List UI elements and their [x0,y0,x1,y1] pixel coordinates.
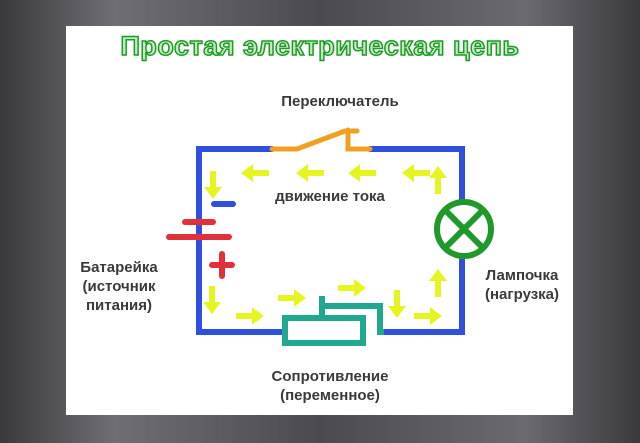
arrow-icon [296,164,324,182]
wire-right-bottom [379,257,465,335]
arrow-icon [429,166,447,194]
arrow-icon [348,164,376,182]
lamp-label-line: (нагрузка) [484,286,560,303]
resistor-label-line: Сопротивление [271,368,389,385]
lamp-label: Лампочка (нагрузка) [470,266,574,304]
variable-resistor-icon [282,296,384,346]
battery-label-line: питания) [86,297,152,314]
current-arrows [203,164,447,325]
arrow-icon [236,307,264,325]
battery-label-line: Батарейка [80,259,158,276]
wires [196,146,465,335]
battery-positive-plate [166,234,232,240]
wire-right-top [367,146,465,203]
switch [269,127,373,152]
arrow-icon [388,290,406,318]
battery [166,201,236,279]
arrow-icon [241,164,269,182]
lamp-icon [434,199,494,259]
battery-label: Батарейка (источник питания) [66,258,172,315]
current-direction-label: движение тока [275,188,385,205]
arrow-icon [414,307,442,325]
arrow-icon [203,286,221,314]
arrow-icon [429,269,447,297]
battery-negative-plate [182,219,216,225]
lamp-label-line: Лампочка [485,267,559,284]
plus-sign-icon [209,251,235,279]
diagram-title: Простая электрическая цепь [120,30,520,62]
arrow-icon [402,164,430,182]
battery-label-line: (источник [82,278,156,295]
switch-label: Переключатель [281,93,399,110]
wire-left [196,146,286,335]
arrow-icon [204,171,222,199]
arrow-icon [278,289,306,307]
minus-sign-icon [211,201,236,207]
resistor-label-line: (переменное) [280,387,380,404]
resistor-label: Сопротивление (переменное) [230,367,430,405]
arrow-icon [338,279,366,297]
